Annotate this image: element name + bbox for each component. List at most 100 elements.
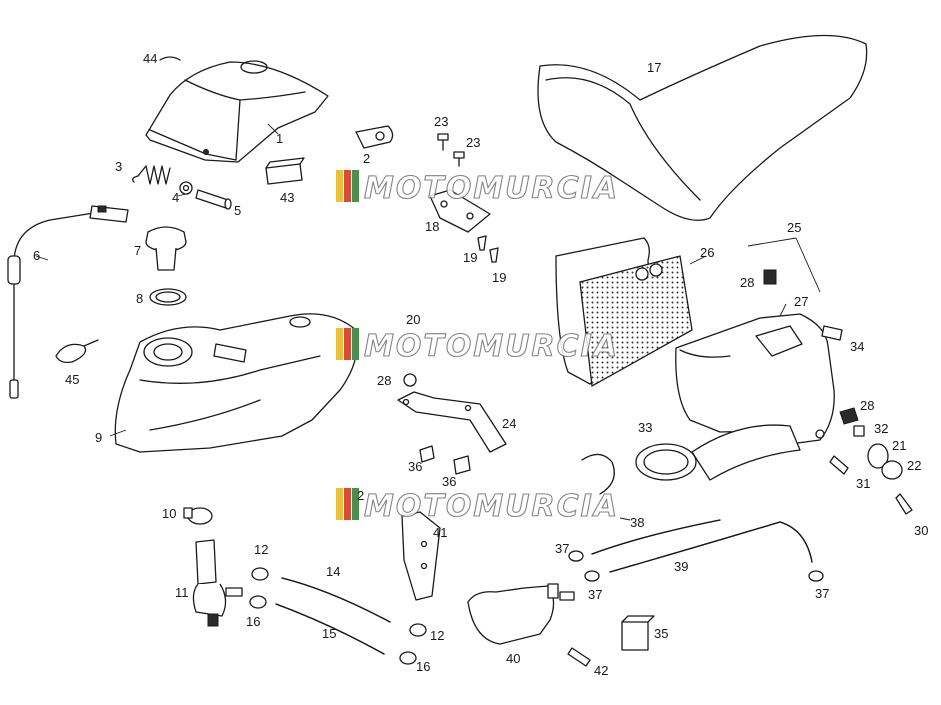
watermark-bottom: MOTOMURCIA — [336, 488, 619, 525]
callout-label: 37 — [555, 541, 569, 556]
screw-part — [567, 647, 591, 667]
callout-label: 3 — [115, 159, 122, 174]
callout-label: 37 — [815, 586, 829, 601]
callout-label: 12 — [254, 542, 268, 557]
nut-20-part — [403, 373, 417, 387]
callout-label: 34 — [850, 339, 864, 354]
callout-label: 39 — [674, 559, 688, 574]
spring-part — [132, 165, 171, 185]
callout-label: 35 — [654, 626, 668, 641]
watermark-text: MOTOMURCIA — [364, 171, 619, 206]
grommet-21-part — [867, 443, 889, 469]
clip-36-part — [419, 445, 471, 475]
callout-label: 32 — [874, 421, 888, 436]
hose-clip-part — [249, 567, 427, 665]
callout-label: 16 — [416, 659, 430, 674]
callout-label: 43 — [280, 190, 294, 205]
callout-label: 36 — [442, 474, 456, 489]
leader-lines — [35, 123, 821, 521]
pin-part — [195, 189, 232, 210]
callout-label: 11 — [175, 585, 189, 600]
callout-label: 4 — [172, 190, 179, 205]
hose-clamp-part — [183, 507, 213, 525]
clip-28-part — [763, 269, 777, 285]
watermark-text: MOTOMURCIA — [364, 489, 619, 524]
callout-label: 15 — [322, 626, 336, 641]
bolt-34-part — [821, 325, 843, 341]
callout-label: 18 — [425, 219, 439, 234]
breather-hose-part — [591, 519, 813, 573]
fuel-cap-part — [145, 226, 187, 271]
callout-label: 23 — [434, 114, 448, 129]
callout-label: 38 — [630, 515, 644, 530]
callout-label: 28 — [740, 275, 754, 290]
callout-label: 7 — [134, 243, 141, 258]
airbox-housing-part — [675, 313, 835, 445]
watermark-middle: MOTOMURCIA — [336, 328, 619, 365]
clip-28c-part — [839, 407, 859, 425]
callout-label: 19 — [492, 270, 506, 285]
cap-seal-part — [149, 288, 187, 306]
callout-label: 27 — [794, 294, 808, 309]
callout-label: 21 — [892, 438, 906, 453]
callout-label: 25 — [787, 220, 801, 235]
callout-label: 33 — [638, 420, 652, 435]
seat-part — [537, 34, 868, 221]
callout-label: 40 — [506, 651, 520, 666]
fuel-tap-part — [192, 539, 243, 627]
callout-label: 1 — [276, 131, 283, 146]
rubber-block-part — [265, 157, 305, 185]
callout-label: 28 — [377, 373, 391, 388]
callout-label: 9 — [95, 430, 102, 445]
callout-label: 41 — [433, 525, 447, 540]
callout-label: 2 — [363, 151, 370, 166]
callout-label: 45 — [65, 372, 79, 387]
cable-tie-part — [55, 339, 99, 364]
callout-label: 20 — [406, 312, 420, 327]
fuel-hose-part — [275, 577, 391, 655]
callout-label: 36 — [408, 459, 422, 474]
spring-clip-part — [581, 453, 615, 495]
fuel-tank-part — [114, 313, 358, 453]
foam-block-part — [621, 615, 655, 651]
callout-label: 37 — [588, 587, 602, 602]
watermark-top: MOTOMURCIA — [336, 170, 619, 207]
callout-label: 2 — [357, 488, 364, 503]
clip-part — [355, 125, 394, 149]
callout-label: 28 — [860, 398, 874, 413]
callout-label: 12 — [430, 628, 444, 643]
callout-label: 14 — [326, 564, 340, 579]
grommet-22-part — [881, 460, 903, 480]
washer-part — [179, 181, 193, 195]
callout-labels: 44 1 2 3 4 5 43 6 7 8 45 9 10 11 12 16 1… — [33, 51, 928, 678]
small-clamps-part — [568, 550, 824, 582]
callout-label: 44 — [143, 51, 157, 66]
watermark-text: MOTOMURCIA — [364, 329, 619, 364]
callout-label: 23 — [466, 135, 480, 150]
callout-label: 19 — [463, 250, 477, 265]
callout-label: 26 — [700, 245, 714, 260]
seal-ring-part — [159, 56, 181, 61]
callout-label: 8 — [136, 291, 143, 306]
bushing-32-part — [853, 425, 865, 437]
air-filter-part — [555, 237, 693, 388]
screw-small-part — [437, 133, 465, 167]
side-bracket-part — [401, 511, 441, 601]
intake-duct-part — [635, 424, 801, 481]
valve-body-part — [467, 583, 575, 645]
callout-label: 42 — [594, 663, 608, 678]
screw-19-part — [477, 235, 499, 263]
callout-label: 31 — [856, 476, 870, 491]
callout-label: 5 — [234, 203, 241, 218]
callout-label: 17 — [647, 60, 661, 75]
seat-bracket-part — [429, 189, 491, 233]
callout-label: 30 — [914, 523, 928, 538]
tank-cover-part — [145, 60, 329, 163]
callout-label: 22 — [907, 458, 921, 473]
callout-label: 6 — [33, 248, 40, 263]
screw-31-part — [829, 455, 849, 475]
callout-label: 16 — [246, 614, 260, 629]
fuel-sender-part — [7, 205, 129, 399]
mount-bracket-part — [397, 391, 507, 453]
